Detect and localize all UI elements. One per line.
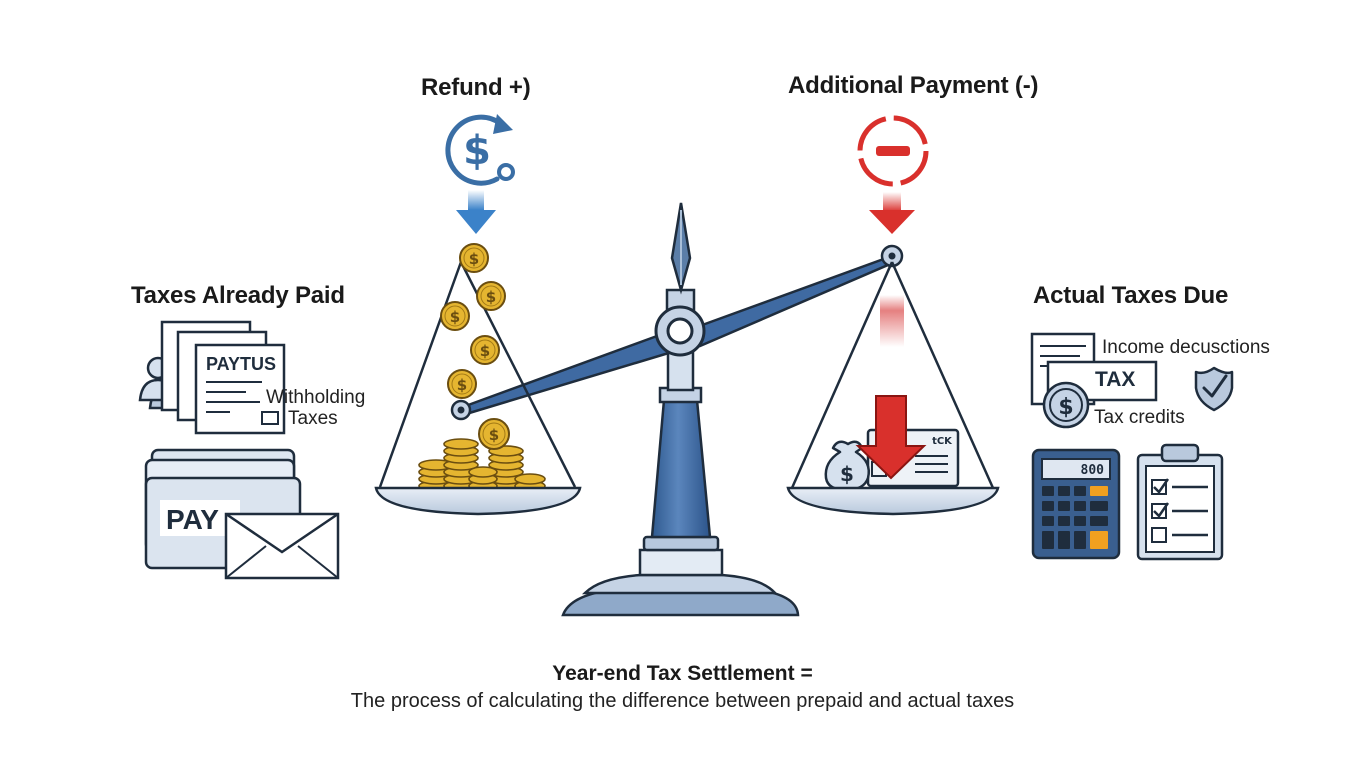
svg-text:$: $ [463,128,491,174]
coin-stacks [418,438,546,492]
svg-text:$: $ [489,426,499,444]
dollar-coin-icon: $ [1042,381,1090,429]
income-deductions-label: Income decusctions [1102,337,1270,358]
calculator-icon: 800 [1031,448,1121,560]
tax-doc-label: TAX [1095,368,1136,391]
coin: $ [470,335,500,365]
falling-coins: $ $ $ $ $ $ [440,243,510,450]
scale-base [561,535,800,617]
dollar-refund-cycle-icon: $ [445,114,515,186]
withholding-label: Withholding [266,387,366,408]
taxes-label: Taxes [288,408,338,429]
refund-label: Refund +) [421,74,531,101]
clipboard-checklist-icon [1136,443,1224,561]
shield-check-icon [1194,366,1234,412]
actual-taxes-due-heading: Actual Taxes Due [1033,282,1229,309]
envelope-icon [224,512,340,580]
scale-beam [450,244,904,421]
paytus-doc-label: PAYTUS [206,354,277,374]
scale-pillar [650,202,712,539]
summary-title: Year-end Tax Settlement = [552,662,813,685]
red-down-arrow [869,192,915,234]
coin: $ [459,243,489,273]
big-red-down-arrow-icon [855,395,927,480]
coin: $ [440,301,470,331]
pay-label: PAY [166,504,219,535]
svg-text:$: $ [450,308,460,326]
right-pan: tCK $ [786,261,1000,516]
svg-text:$: $ [457,376,467,394]
svg-text:$: $ [1058,395,1073,420]
coin: $ [447,369,477,399]
blue-down-arrow [456,190,496,234]
calculator-display: 800 [1081,463,1105,478]
svg-text:$: $ [480,342,490,360]
svg-text:$: $ [486,288,496,306]
coin: $ [476,281,506,311]
additional-payment-label: Additional Payment (-) [788,72,1039,99]
summary-description: The process of calculating the differenc… [350,690,1015,712]
bill-label: tCK [932,436,953,447]
left-pan [374,261,582,516]
money-bag-icon: $ [824,440,870,492]
svg-text:$: $ [840,462,854,486]
taxes-already-paid-heading: Taxes Already Paid [131,282,345,309]
tax-credits-label: Tax credits [1094,407,1185,428]
withholding-documents [160,320,286,435]
svg-text:$: $ [469,250,479,268]
minus-circle-icon [857,115,929,187]
coin: $ [478,418,510,450]
